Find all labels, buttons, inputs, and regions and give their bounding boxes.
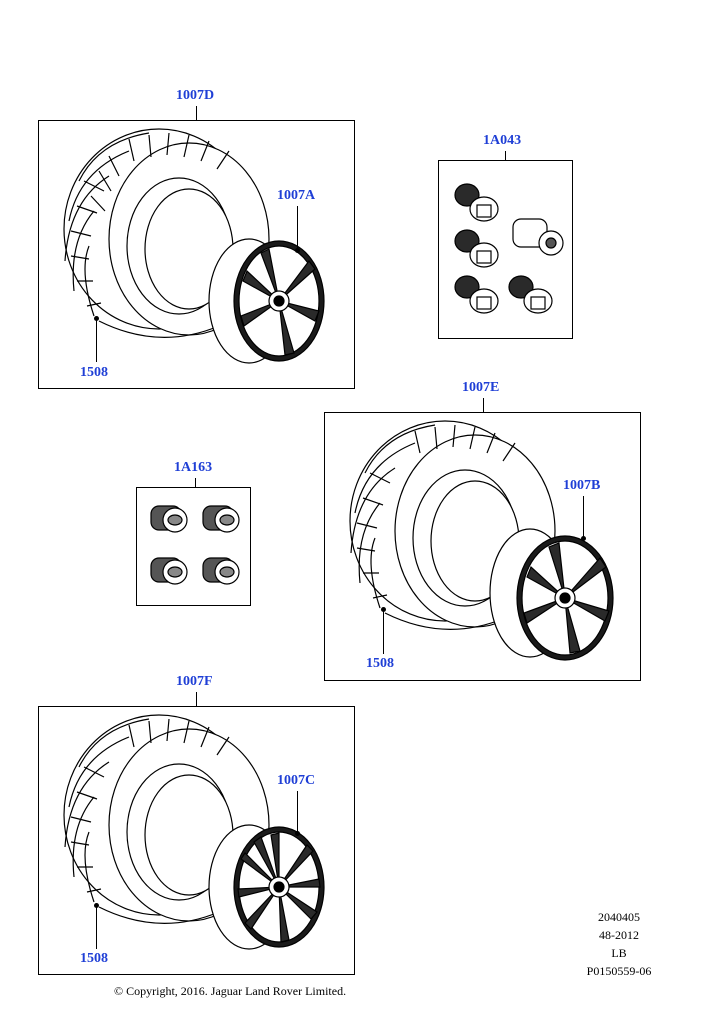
wheel-drawing — [208, 824, 325, 950]
callout-1007f[interactable]: 1007F — [176, 674, 213, 689]
callout-1508-mid[interactable]: 1508 — [366, 656, 394, 671]
leader-line — [96, 905, 97, 949]
callout-1007a[interactable]: 1007A — [277, 188, 316, 203]
valve-cap — [150, 505, 188, 533]
tyre-and-wheel-illustration — [349, 420, 614, 661]
leader-line — [196, 692, 197, 706]
callout-1a163[interactable]: 1A163 — [174, 460, 213, 475]
leader-line — [96, 318, 97, 362]
leader-line — [483, 398, 484, 412]
leader-line — [195, 478, 196, 487]
lock-nut — [454, 275, 499, 314]
drawing-number: 2040405 — [598, 910, 640, 924]
valve-caps-box — [136, 487, 251, 606]
assembly-box-bottom — [38, 706, 355, 975]
valve-cap — [150, 557, 188, 585]
drawing-date: 48-2012 — [599, 928, 639, 942]
callout-1508-bottom[interactable]: 1508 — [80, 951, 108, 966]
leader-dot — [295, 831, 300, 836]
assembly-box-top — [38, 120, 355, 389]
tyre-and-wheel-illustration — [63, 714, 325, 950]
callout-1007b[interactable]: 1007B — [563, 478, 601, 493]
lock-nut — [454, 229, 499, 268]
lock-nuts-box — [438, 160, 573, 339]
valve-cap — [202, 557, 240, 585]
lock-nuts-illustration — [454, 183, 564, 314]
leader-line — [383, 609, 384, 654]
lock-nut — [508, 275, 553, 314]
lock-nut — [454, 183, 499, 222]
tyre-drawing — [63, 714, 270, 924]
tyre-and-wheel-illustration — [63, 128, 325, 364]
drawing-reference: P0150559-06 — [586, 964, 652, 978]
assembly-box-middle — [324, 412, 641, 681]
leader-line — [297, 791, 298, 833]
callout-1508-top[interactable]: 1508 — [80, 365, 108, 380]
valve-caps-illustration — [150, 505, 240, 585]
wheel-drawing — [208, 238, 325, 364]
leader-line — [297, 206, 298, 250]
leader-line — [505, 151, 506, 160]
lock-nut-key — [512, 218, 564, 256]
callout-1007c[interactable]: 1007C — [277, 773, 316, 788]
valve-cap — [202, 505, 240, 533]
leader-line — [583, 496, 584, 538]
drawing-code: LB — [611, 946, 627, 960]
callout-1a043[interactable]: 1A043 — [483, 133, 522, 148]
leader-dot — [295, 248, 300, 253]
leader-dot — [581, 536, 586, 541]
wheel-drawing — [489, 528, 614, 661]
callout-1007d[interactable]: 1007D — [176, 88, 215, 103]
leader-line — [196, 106, 197, 120]
callout-1007e[interactable]: 1007E — [462, 380, 500, 395]
copyright-notice: © Copyright, 2016. Jaguar Land Rover Lim… — [114, 984, 347, 998]
drawing-info: 2040405 48-2012 LB P0150559-06 — [574, 908, 664, 980]
